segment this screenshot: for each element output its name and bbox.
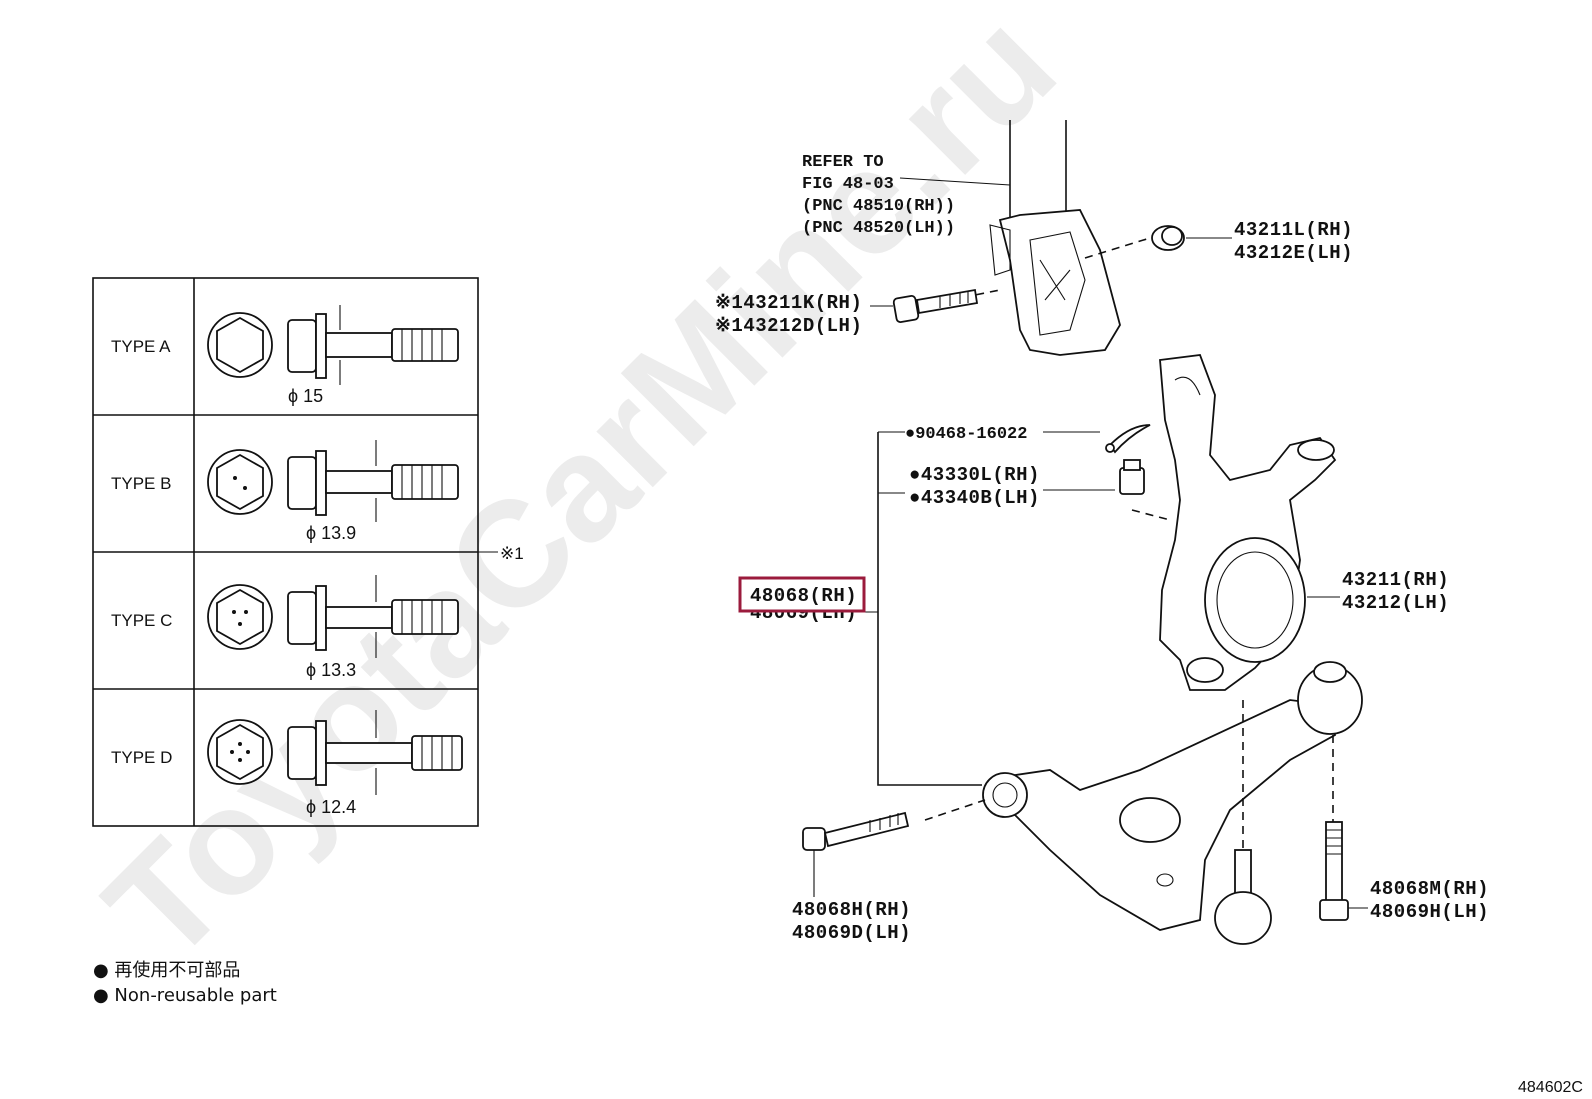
bolt-types-table: TYPE A TYPE B TYPE C TYPE D ϕ 15 ϕ 13.9 … — [92, 277, 524, 827]
type-d-diameter: ϕ 12.4 — [306, 797, 356, 817]
arm-bolt-drawing — [802, 811, 910, 851]
refer-line-3: (PNC 48510(RH)) — [802, 197, 955, 216]
callout-knuckle-lh[interactable]: 43212(LH) — [1342, 592, 1449, 614]
castle-nut-drawing — [1119, 459, 1145, 495]
refer-line-1: REFER TO — [802, 153, 884, 172]
refer-line-2: FIG 48-03 — [802, 175, 894, 194]
callout-cotter-pin[interactable]: ●90468-16022 — [905, 425, 1027, 444]
callout-strut-bolt-rh[interactable]: ※143211K(RH) — [715, 292, 862, 314]
type-d-label: TYPE D — [111, 748, 172, 767]
type-b-diameter: ϕ 13.9 — [306, 523, 356, 543]
lower-control-arm-drawing — [982, 661, 1363, 945]
callout-strut-bolt-lh[interactable]: ※143212D(LH) — [715, 315, 862, 337]
strut-bolt-drawing — [892, 288, 979, 323]
cotter-pin-drawing — [1105, 424, 1151, 454]
strut-bracket-drawing — [989, 120, 1121, 356]
type-c-diameter: ϕ 13.3 — [306, 660, 356, 680]
callout-knuckle-rh[interactable]: 43211(RH) — [1342, 569, 1449, 591]
figure-id: 484602C — [1518, 1079, 1583, 1096]
callout-arm-bolt-rh[interactable]: 48068H(RH) — [792, 899, 911, 921]
callout-nut-rh[interactable]: 43211L(RH) — [1234, 219, 1353, 241]
ref-mark-1: ※1 — [500, 544, 524, 563]
refer-line-4: (PNC 48520(LH)) — [802, 219, 955, 238]
callout-ball-bolt-rh[interactable]: 48068M(RH) — [1370, 878, 1489, 900]
type-b-label: TYPE B — [111, 474, 171, 493]
highlight-box — [738, 576, 866, 613]
bolt-type-b-drawing — [207, 440, 459, 522]
bolt-type-c-drawing — [207, 575, 459, 658]
callout-ball-bolt-lh[interactable]: 48069H(LH) — [1370, 901, 1489, 923]
callout-lower-arm-rh[interactable]: 48068(RH) — [750, 585, 857, 607]
bolt-type-d-drawing — [207, 710, 463, 795]
steering-knuckle-drawing — [1159, 354, 1337, 691]
callout-nut-lh[interactable]: 43212E(LH) — [1234, 242, 1353, 264]
callout-arm-bolt-lh[interactable]: 48069D(LH) — [792, 922, 911, 944]
type-a-diameter: ϕ 15 — [288, 386, 323, 406]
flange-nut-drawing — [1151, 225, 1185, 251]
callout-castle-nut-rh[interactable]: ●43330L(RH) — [909, 464, 1040, 486]
callout-castle-nut-lh[interactable]: ●43340B(LH) — [909, 487, 1040, 509]
legend-line-japanese: ● 再使用不可部品 — [93, 960, 240, 981]
type-c-label: TYPE C — [111, 611, 172, 630]
bolt-type-a-drawing — [207, 305, 459, 385]
legend-line-english: ● Non-reusable part — [93, 985, 277, 1006]
ball-joint-bolt-drawing — [1319, 821, 1349, 921]
type-a-label: TYPE A — [111, 337, 171, 356]
